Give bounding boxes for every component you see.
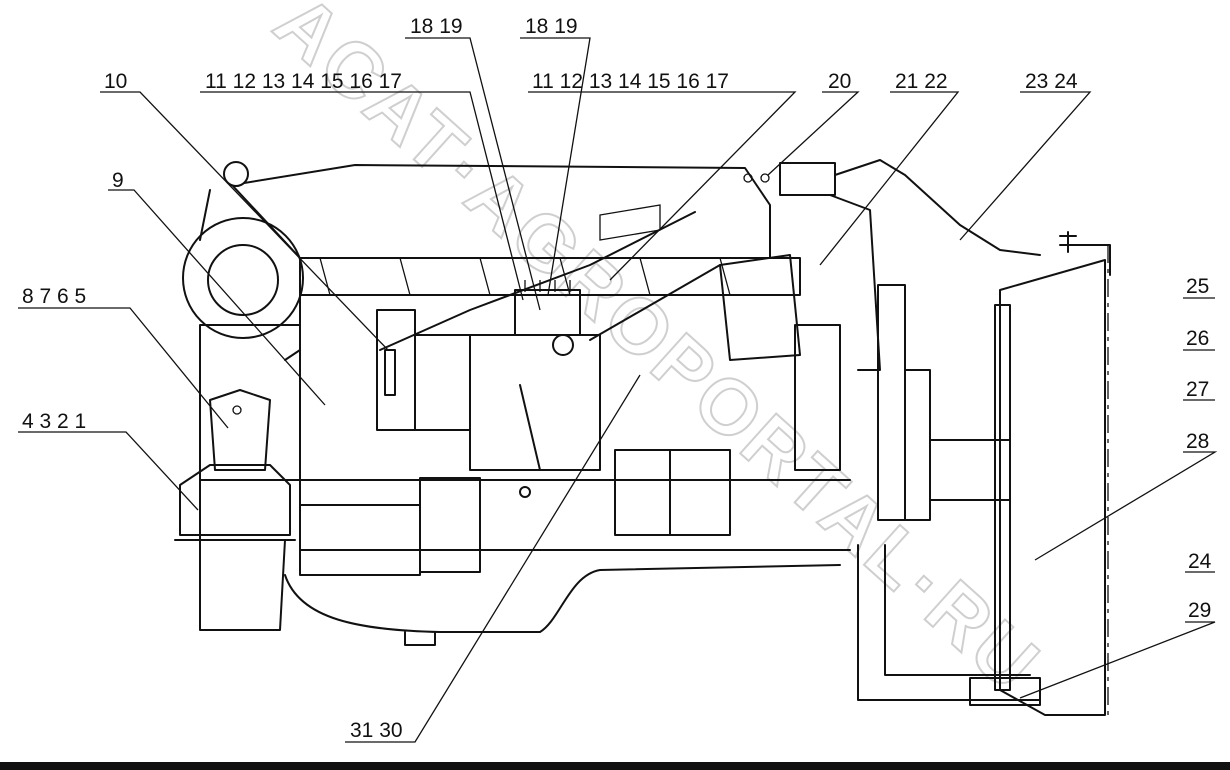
upper-radiator-hose bbox=[834, 159, 1041, 256]
bottom-border bbox=[0, 762, 1230, 770]
leader-18-19-left bbox=[405, 37, 541, 311]
leader-11-17-right bbox=[528, 91, 797, 281]
radiator-core-edge bbox=[994, 304, 1011, 691]
filter-bracket bbox=[414, 334, 471, 431]
watermark: ACAT·AGROPORTAL·RU bbox=[258, 0, 1059, 710]
starter-motor bbox=[299, 504, 421, 576]
leader-18-19-right bbox=[520, 37, 591, 296]
label-8-7-6-5: 8 7 6 5 bbox=[22, 285, 86, 308]
label-18-19-left: 18 19 bbox=[410, 15, 463, 38]
callout-labels: 8 7 6 5 4 3 2 1 9 10 11 12 13 14 15 16 1… bbox=[22, 15, 1212, 742]
leader-lines bbox=[18, 37, 1218, 743]
radiator-top bbox=[1059, 244, 1111, 276]
leader-10 bbox=[100, 91, 389, 351]
fan-shaft bbox=[929, 439, 1011, 501]
flywheel-housing bbox=[199, 479, 286, 631]
throttle-cable bbox=[379, 211, 696, 351]
leader-1 bbox=[18, 431, 199, 511]
label-29: 29 bbox=[1188, 599, 1211, 622]
leader-9 bbox=[108, 189, 326, 406]
pulley-hub bbox=[904, 369, 931, 521]
hose-connector bbox=[779, 162, 836, 196]
leader-28 bbox=[1034, 451, 1218, 561]
oil-filter-left bbox=[614, 449, 671, 536]
leader-20 bbox=[767, 91, 860, 176]
filler-neck bbox=[1059, 231, 1077, 253]
label-11-17-right: 11 12 13 14 15 16 17 bbox=[532, 70, 729, 93]
label-23-24: 23 24 bbox=[1025, 70, 1078, 93]
pump-pivot bbox=[519, 486, 531, 498]
oil-pan bbox=[284, 564, 841, 633]
bolt bbox=[743, 173, 753, 183]
svg-text:ACAT·AGROPORTAL·RU: ACAT·AGROPORTAL·RU bbox=[259, 0, 1058, 709]
label-26: 26 bbox=[1186, 327, 1209, 350]
lower-hose-inner bbox=[884, 544, 1031, 676]
pump-lever bbox=[519, 384, 541, 471]
label-31-30: 31 30 bbox=[350, 719, 403, 742]
hose-clamp bbox=[969, 677, 1041, 706]
label-18-19-right: 18 19 bbox=[525, 15, 578, 38]
label-11-17-left: 11 12 13 14 15 16 17 bbox=[205, 70, 402, 93]
lower-radiator-hose bbox=[857, 544, 1041, 701]
air-compressor bbox=[719, 254, 801, 361]
radiator bbox=[999, 259, 1106, 716]
leader-23-24 bbox=[959, 91, 1092, 241]
turbocharger bbox=[182, 217, 304, 339]
mount-bolt bbox=[232, 405, 242, 415]
turbo-housing bbox=[199, 189, 301, 361]
cylinder-head bbox=[299, 257, 801, 296]
label-25: 25 bbox=[1186, 275, 1209, 298]
label-24: 24 bbox=[1188, 550, 1212, 573]
leader-5 bbox=[18, 307, 229, 429]
leader-21-22 bbox=[819, 91, 960, 266]
label-20: 20 bbox=[828, 70, 851, 93]
hand-primer bbox=[384, 349, 396, 396]
label-10: 10 bbox=[104, 70, 127, 93]
leader-11-17-left bbox=[200, 91, 524, 301]
label-27: 27 bbox=[1186, 378, 1209, 401]
leader-30-31 bbox=[345, 374, 641, 743]
drain-plug bbox=[404, 631, 436, 646]
label-4-3-2-1: 4 3 2 1 bbox=[22, 410, 86, 433]
thermostat-hose bbox=[829, 194, 881, 371]
pump-fitting bbox=[552, 334, 574, 356]
injector-pipes bbox=[524, 280, 571, 292]
engine-mount bbox=[179, 464, 291, 536]
turbo-inner bbox=[207, 244, 279, 316]
label-21-22: 21 22 bbox=[895, 70, 948, 93]
label-28: 28 bbox=[1186, 430, 1209, 453]
linkage-rod bbox=[589, 264, 721, 341]
label-9: 9 bbox=[112, 169, 124, 192]
lifting-eye bbox=[223, 161, 249, 187]
bolt bbox=[760, 173, 770, 183]
leader-29 bbox=[1019, 621, 1216, 699]
head-ribs bbox=[319, 257, 731, 296]
starter-solenoid bbox=[419, 477, 481, 573]
alternator bbox=[794, 324, 841, 471]
pump-head bbox=[514, 289, 581, 336]
oil-filter-right bbox=[669, 449, 731, 536]
engine-outline bbox=[174, 159, 1111, 716]
mount-bracket bbox=[209, 389, 271, 471]
